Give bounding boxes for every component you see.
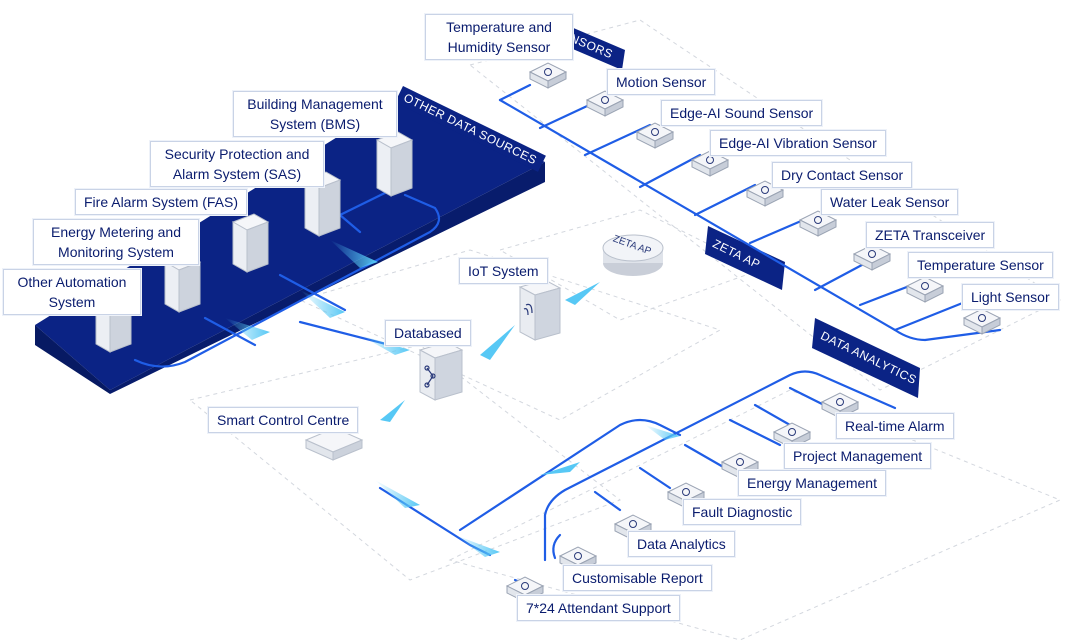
analytics-label-report: Customisable Report <box>563 565 712 591</box>
analytics-label-energy: Energy Management <box>738 470 886 496</box>
other-source-label-fas: Fire Alarm System (FAS) <box>75 189 248 215</box>
sensor-label-transceiver: ZETA Transceiver <box>866 222 995 248</box>
light-icon <box>962 308 1002 335</box>
sensor-label-light: Light Sensor <box>962 284 1059 310</box>
sensor-label-water-leak: Water Leak Sensor <box>821 189 959 215</box>
sound-wave-icon <box>635 122 675 149</box>
transceiver-icon <box>852 244 892 271</box>
smart-control-centre-label: Smart Control Centre <box>208 407 359 433</box>
iot-system-label: IoT System <box>459 258 548 284</box>
motion-icon <box>585 90 625 117</box>
analytics-label-project: Project Management <box>784 443 932 469</box>
fas-tower <box>231 213 270 273</box>
sensor-label-sound: Edge-AI Sound Sensor <box>661 100 823 126</box>
other-source-label-automation: Other Automation System <box>3 269 141 315</box>
sensor-label-temp-humidity: Temperature and Humidity Sensor <box>425 14 573 60</box>
other-source-label-energy: Energy Metering and Monitoring System <box>33 219 199 265</box>
databased-device <box>418 341 464 401</box>
thermometer-humidity-icon <box>528 62 568 89</box>
iot-system-device <box>518 279 562 341</box>
flow-arrows <box>225 240 680 557</box>
zeta-ap-device <box>602 234 664 276</box>
sas-tower <box>303 171 342 237</box>
analytics-label-data: Data Analytics <box>628 531 735 557</box>
sensor-label-dry-contact: Dry Contact Sensor <box>772 162 913 188</box>
other-source-label-bms: Building Management System (BMS) <box>233 91 397 137</box>
water-leak-icon <box>798 210 838 237</box>
analytics-label-alarm: Real-time Alarm <box>836 413 954 439</box>
bms-tower <box>375 131 414 197</box>
databased-label: Databased <box>385 320 471 346</box>
sensor-label-motion: Motion Sensor <box>607 69 716 95</box>
analytics-label-fault: Fault Diagnostic <box>683 499 802 525</box>
analytics-label-support: 7*24 Attendant Support <box>517 595 680 621</box>
thermometer-icon <box>905 276 945 303</box>
other-source-label-sas: Security Protection and Alarm System (SA… <box>150 141 324 187</box>
sensor-label-vibration: Edge-AI Vibration Sensor <box>710 130 886 156</box>
sensor-label-temperature: Temperature Sensor <box>908 252 1053 278</box>
other-data-sources-platform <box>35 98 545 394</box>
smart-control-centre-device <box>304 427 364 461</box>
